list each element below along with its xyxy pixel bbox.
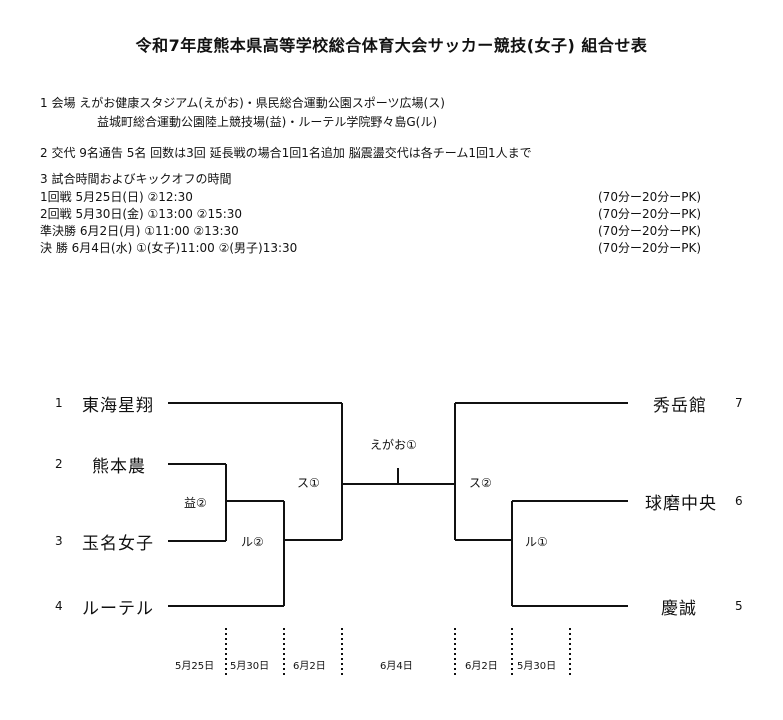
round-2-format: (70分ー20分ーPK) [598, 207, 702, 221]
date-label: 6月2日 [293, 661, 326, 672]
final-schedule: 決 勝 6月4日(水) ①(女子)11:00 ②(男子)13:30 [40, 241, 298, 255]
round-1-format: (70分ー20分ーPK) [598, 190, 702, 204]
team-name: 東海星翔 [82, 396, 154, 416]
seed-number: 3 [55, 534, 63, 548]
venue-info-line2: 益城町総合運動公園陸上競技場(益)・ルーテル学院野々島G(ル) [97, 115, 438, 129]
venue-label-right-semi: ス② [469, 476, 492, 490]
page-title: 令和7年度熊本県高等学校総合体育大会サッカー競技(女子) 組合せ表 [135, 36, 648, 55]
round-2-schedule: 2回戦 5月30日(金) ①13:00 ②15:30 [40, 207, 243, 221]
seed-number: 1 [55, 396, 63, 410]
date-label: 6月2日 [465, 661, 498, 672]
team-name: 慶誠 [661, 599, 697, 619]
team-name: ルーテル [82, 599, 154, 619]
venue-label-left-r2: ル② [241, 535, 264, 549]
venue-info-line1: 1 会場 えがお健康スタジアム(えがお)・県民総合運動公園スポーツ広場(ス) [40, 96, 445, 110]
seed-number: 7 [735, 396, 743, 410]
round-1-schedule: 1回戦 5月25日(日) ②12:30 [40, 190, 193, 204]
semifinal-schedule: 準決勝 6月2日(月) ①11:00 ②13:30 [40, 224, 239, 238]
seed-number: 2 [55, 457, 63, 471]
seed-number: 4 [55, 599, 63, 613]
team-name: 玉名女子 [82, 534, 154, 554]
team-name: 秀岳館 [653, 396, 707, 416]
venue-label-left-r1: 益② [184, 496, 207, 510]
final-format: (70分ー20分ーPK) [598, 241, 702, 255]
date-label: 5月30日 [517, 661, 557, 672]
date-label: 6月4日 [380, 661, 413, 672]
team-name: 熊本農 [92, 457, 146, 477]
venue-label-right-r2: ル① [525, 535, 548, 549]
venue-label-left-semi: ス① [297, 476, 320, 490]
kickoff-heading: 3 試合時間およびキックオフの時間 [40, 172, 232, 186]
seed-number: 6 [735, 494, 743, 508]
venue-label-final: えがお① [370, 438, 417, 452]
date-label: 5月25日 [175, 661, 215, 672]
date-label: 5月30日 [230, 661, 270, 672]
substitution-rule: 2 交代 9名通告 5名 回数は3回 延長戦の場合1回1名追加 脳震盪交代は各チ… [40, 146, 532, 160]
seed-number: 5 [735, 599, 743, 613]
semifinal-format: (70分ー20分ーPK) [598, 224, 702, 238]
team-name: 球磨中央 [645, 494, 717, 514]
